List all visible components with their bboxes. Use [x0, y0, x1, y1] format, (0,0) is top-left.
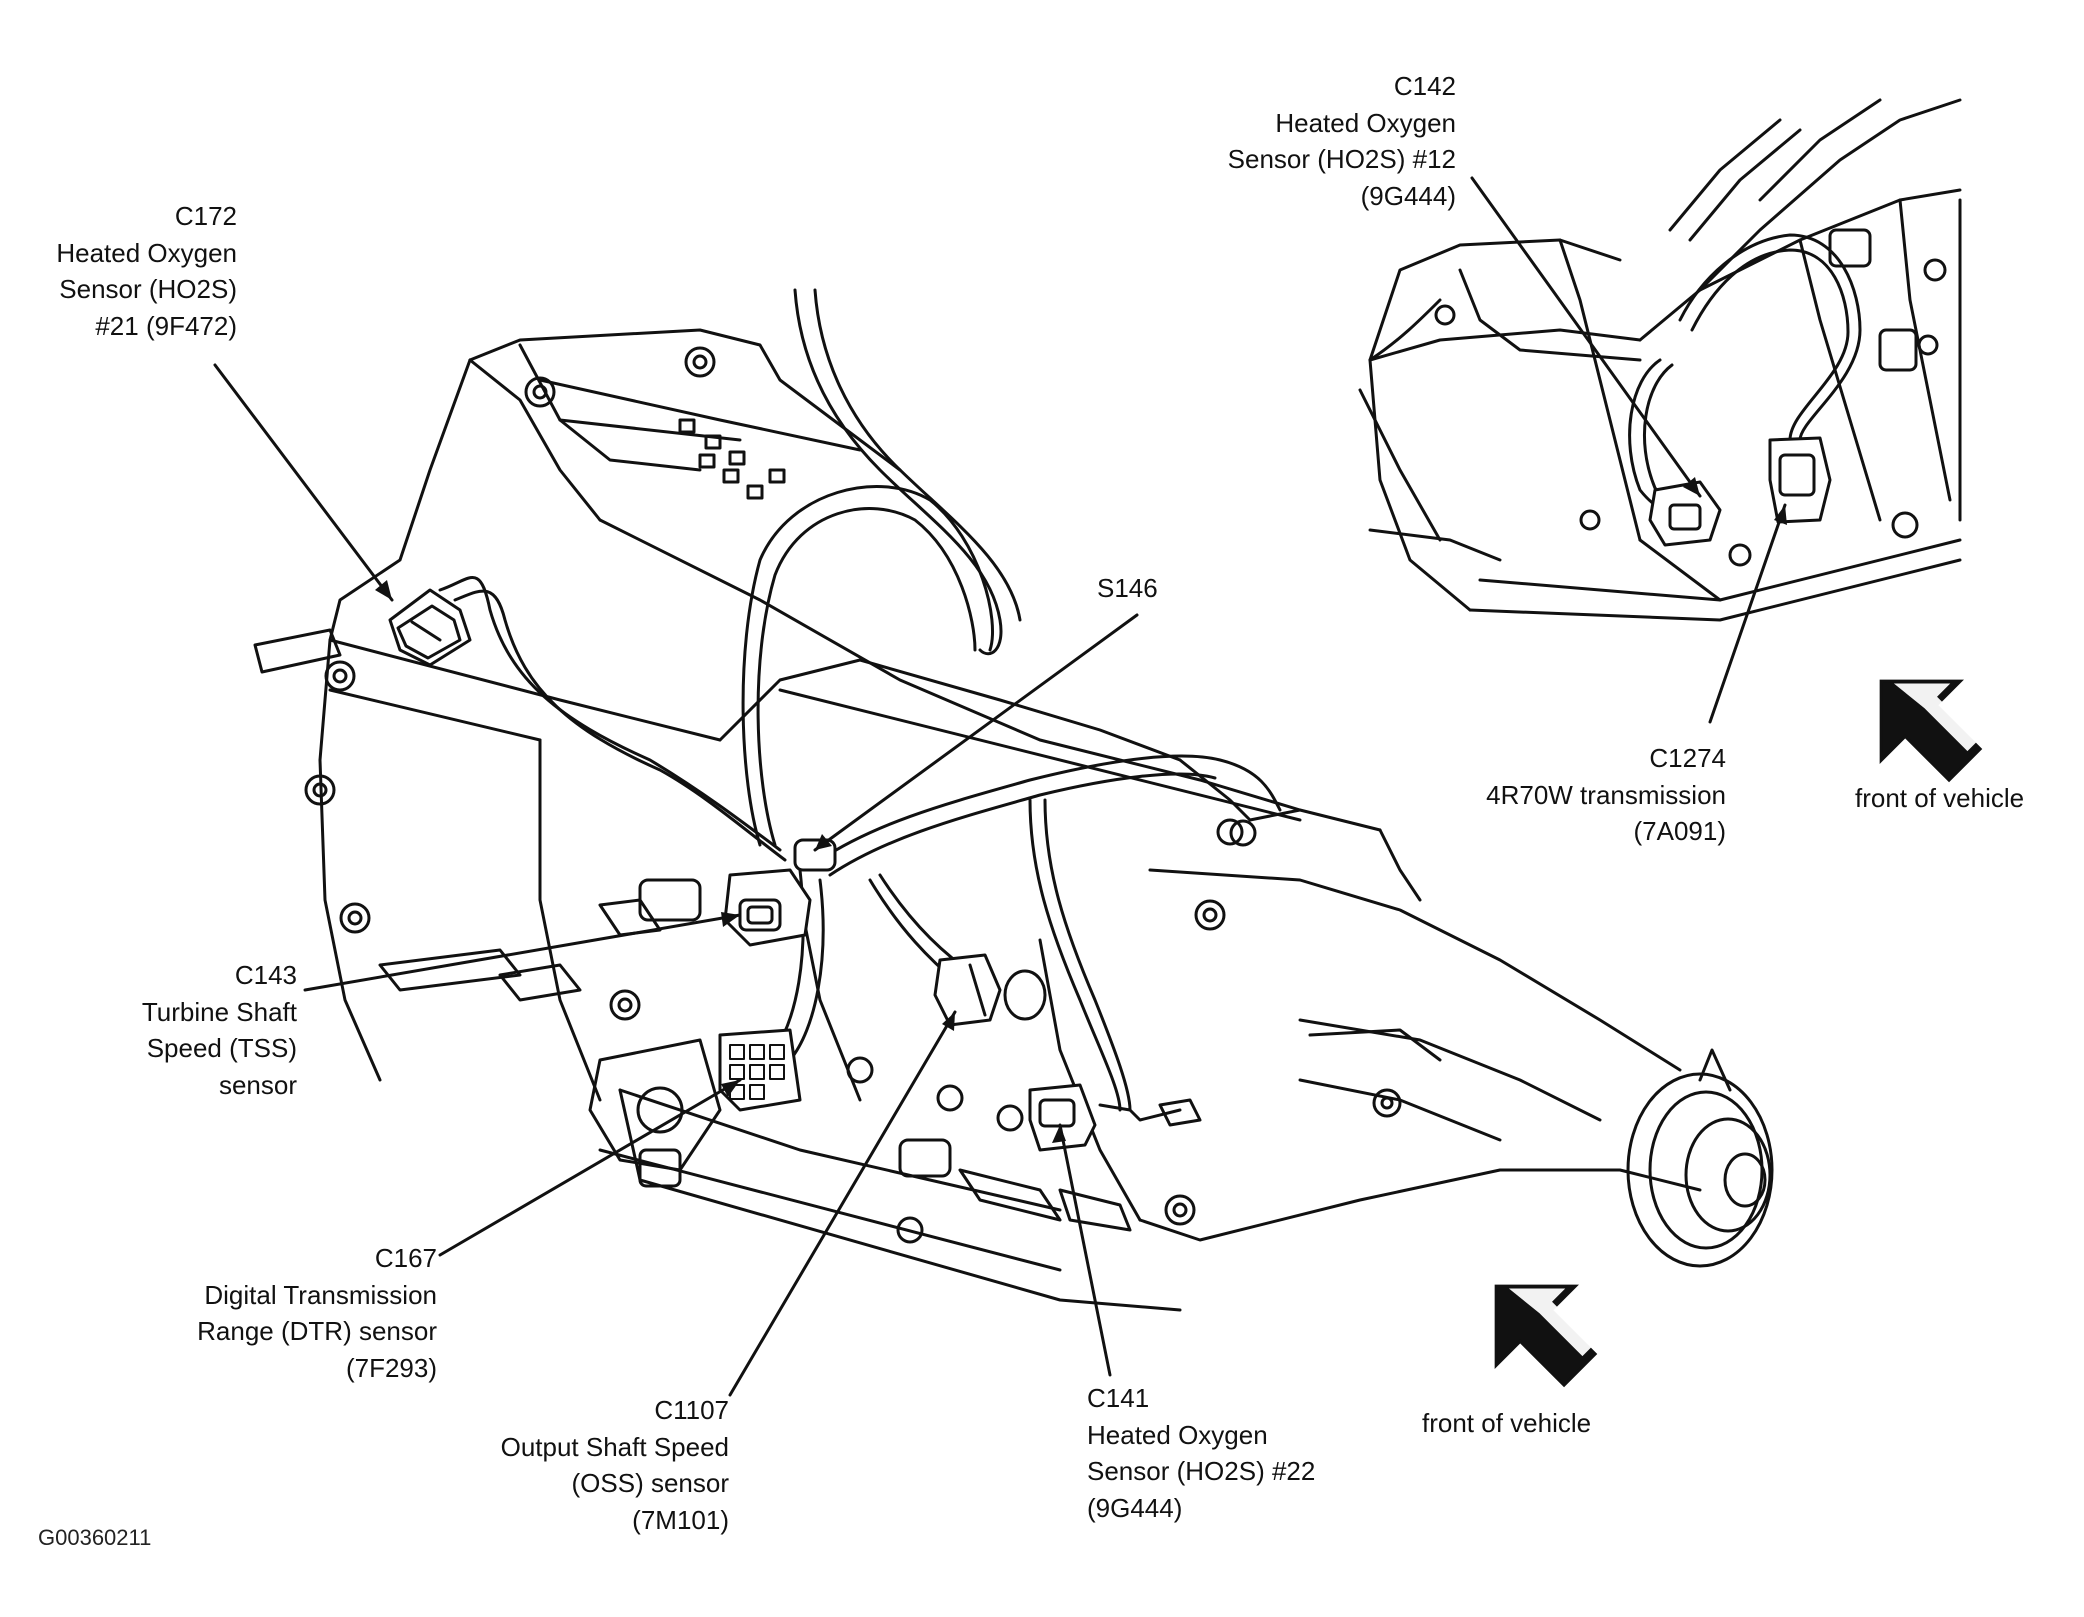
callout-line: sensor — [218, 1069, 297, 1100]
leader-c143 — [303, 913, 742, 992]
callout-line: Turbine Shaft — [141, 996, 297, 1027]
callout-line: (7F293) — [345, 1352, 437, 1383]
callout-line: Heated Oxygen — [1087, 1419, 1268, 1450]
callout-code: C1274 — [1649, 743, 1726, 773]
callout-line: Digital Transmission — [204, 1279, 437, 1310]
front-of-vehicle-label-bottom: front of vehicle — [1422, 1405, 1591, 1442]
callout-c141: C141 Heated Oxygen Sensor (HO2S) #22 (9G… — [1087, 1380, 1315, 1526]
inset-transmission-view — [1358, 98, 1962, 622]
leader-c1107 — [728, 1010, 957, 1397]
connector-c1107 — [933, 953, 1047, 1027]
callout-line: (9G444) — [1087, 1492, 1183, 1523]
front-of-vehicle-label: front of vehicle — [1855, 783, 2025, 813]
front-of-vehicle-label-right: front of vehicle — [1855, 780, 2024, 817]
front-of-vehicle-label: front of vehicle — [1422, 1408, 1592, 1438]
leader-c1274 — [1708, 503, 1787, 724]
leader-c142 — [1470, 176, 1702, 498]
callout-line: Heated Oxygen — [56, 237, 237, 268]
connector-c172 — [388, 588, 472, 667]
leader-c172 — [213, 363, 394, 602]
connector-c141 — [1028, 1083, 1182, 1152]
callout-c172: C172 Heated Oxygen Sensor (HO2S) #21 (9F… — [56, 198, 237, 344]
callout-line: (7M101) — [632, 1504, 729, 1535]
callout-code: C167 — [374, 1243, 437, 1273]
callout-line: (OSS) sensor — [571, 1468, 730, 1499]
leader-s146 — [813, 613, 1139, 852]
callout-line: Speed (TSS) — [146, 1033, 297, 1064]
callout-line: 4R70W transmission — [1486, 779, 1726, 810]
callout-code: C141 — [1087, 1383, 1150, 1413]
callout-code: C172 — [174, 201, 237, 231]
callout-code: C143 — [234, 960, 297, 990]
connector-c143 — [723, 868, 812, 947]
callout-code: S146 — [1097, 573, 1158, 603]
callout-c142: C142 Heated Oxygen Sensor (HO2S) #12 (9G… — [1228, 68, 1456, 214]
leader-lines — [213, 176, 1787, 1397]
callout-c167: C167 Digital Transmission Range (DTR) se… — [197, 1240, 437, 1386]
callout-line: Sensor (HO2S) — [59, 274, 237, 305]
callout-line: Sensor (HO2S) #22 — [1087, 1456, 1316, 1487]
connector-c167 — [588, 1028, 802, 1172]
callout-code: C1107 — [654, 1395, 729, 1425]
callout-c143: C143 Turbine Shaft Speed (TSS) sensor — [142, 957, 297, 1103]
callout-line: Output Shaft Speed — [500, 1431, 729, 1462]
wiring-harness — [438, 288, 1282, 1112]
extension-housing — [1138, 758, 1774, 1268]
callout-line: Range (DTR) sensor — [197, 1316, 437, 1347]
leader-c141 — [1058, 1123, 1112, 1377]
figure-id: G00360211 — [38, 1525, 152, 1550]
callout-s146: S146 — [1097, 570, 1158, 607]
callout-code: C142 — [1393, 71, 1456, 101]
front-of-vehicle-arrow-icon — [1879, 679, 1983, 783]
leader-arrowheads — [375, 477, 1787, 1143]
callout-line: #21 (9F472) — [95, 310, 237, 341]
callout-line: (9G444) — [1360, 180, 1456, 211]
callout-line: Sensor (HO2S) #12 — [1227, 144, 1456, 175]
transmission-case — [378, 518, 1302, 1312]
callout-line: (7A091) — [1633, 816, 1727, 847]
callout-c1274: C1274 4R70W transmission (7A091) — [1486, 740, 1726, 850]
callout-line: Heated Oxygen — [1275, 107, 1456, 138]
front-of-vehicle-arrow-icon — [1494, 1284, 1598, 1388]
callout-c1107: C1107 Output Shaft Speed (OSS) sensor (7… — [501, 1392, 729, 1538]
leader-c167 — [438, 1078, 742, 1257]
bell-housing — [253, 328, 902, 1082]
